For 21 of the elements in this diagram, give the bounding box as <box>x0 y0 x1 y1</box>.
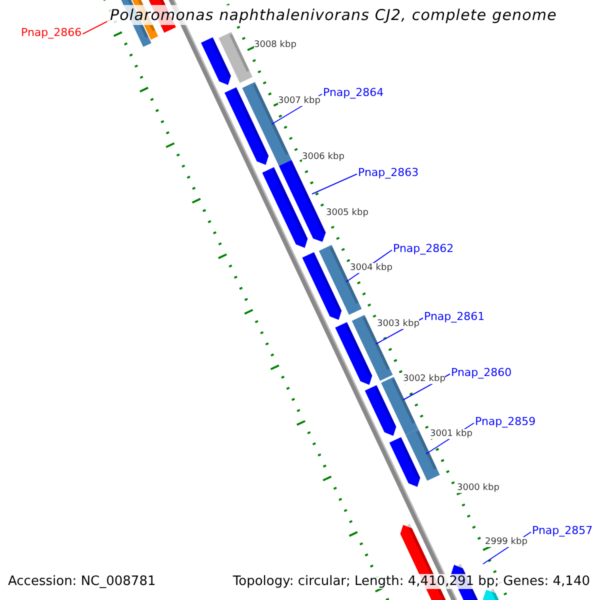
tick-label: 3007 kbp <box>278 96 320 106</box>
gene-label: Pnap_2859 <box>475 415 536 428</box>
tick-label: 3008 kbp <box>254 40 296 50</box>
gene-label: Pnap_2860 <box>451 366 512 379</box>
gene-label: Pnap_2861 <box>424 310 485 323</box>
accession-text: Accession: NC_008781 <box>8 574 156 589</box>
tick-label: 2999 kbp <box>485 537 528 547</box>
tick-label: 3006 kbp <box>302 152 344 162</box>
gene-label: Pnap_2866 <box>21 26 82 39</box>
gene-label: Pnap_2863 <box>358 166 419 179</box>
tick-label: 3003 kbp <box>377 319 420 329</box>
tick-label: 3000 kbp <box>457 483 500 493</box>
leader-line <box>312 174 358 194</box>
tick-label: 3002 kbp <box>403 374 446 384</box>
gene-label: Pnap_2864 <box>323 86 384 99</box>
gene-label: Pnap_2862 <box>393 242 454 255</box>
tick-label: 3004 kbp <box>350 263 392 273</box>
genome-stats-text: Topology: circular; Length: 4,410,291 bp; Genes: 4,140 <box>232 574 590 589</box>
tick-label: 3005 kbp <box>326 208 368 218</box>
gene-label: Pnap_2857 <box>532 524 593 537</box>
tick-label: 3001 kbp <box>430 429 472 439</box>
